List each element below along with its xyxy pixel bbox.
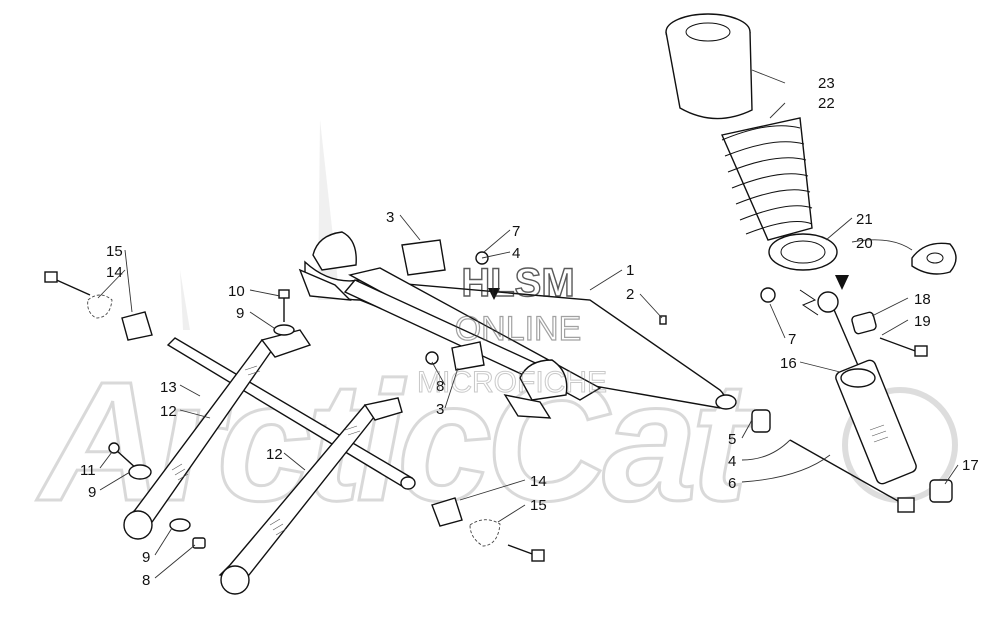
shock-lower-bushing	[929, 479, 953, 503]
callout-3-lower: 3	[436, 401, 444, 418]
bushing-right	[431, 497, 463, 527]
bumper-lower	[519, 359, 568, 401]
bumper-pad	[503, 393, 552, 419]
lock-nut	[760, 287, 776, 303]
callout-9-bottom: 9	[142, 549, 150, 566]
arm-nut	[425, 351, 439, 365]
shock-absorber-assembly	[665, 13, 957, 503]
lock-nut-lower	[192, 537, 206, 549]
callout-15-left: 15	[106, 243, 123, 260]
callout-13: 13	[160, 379, 177, 396]
callout-9-lower: 9	[88, 484, 96, 501]
washer-lower-2	[169, 518, 191, 532]
spring-seat	[768, 233, 838, 271]
callout-17: 17	[962, 457, 979, 474]
break-mark	[799, 289, 819, 316]
pivot-shaft-group	[751, 409, 915, 513]
callout-19: 19	[914, 313, 931, 330]
washer-left	[87, 294, 113, 319]
callout-10: 10	[228, 283, 245, 300]
cross-shaft-group	[123, 329, 416, 595]
bushing-left	[121, 311, 153, 341]
callout-7-upper: 7	[512, 223, 520, 240]
callout-12-right: 12	[266, 446, 283, 463]
front-arm-right-bracket	[363, 397, 403, 421]
arrow-marker-icon	[835, 275, 849, 290]
pivot-spacer	[751, 409, 771, 433]
overlay-line-2: ONLINE	[455, 310, 582, 348]
arm-tube-end	[715, 394, 737, 410]
shock-collar	[911, 242, 957, 275]
callout-21: 21	[856, 211, 873, 228]
callout-3-upper: 3	[386, 209, 394, 226]
callout-1: 1	[626, 262, 634, 279]
callout-18: 18	[914, 291, 931, 308]
callout-14-left: 14	[106, 264, 123, 281]
overlay-line-1: HLSM	[461, 261, 574, 305]
callout-8-center: 8	[436, 378, 444, 395]
callout-11: 11	[80, 462, 96, 479]
bumper-left	[312, 231, 357, 271]
rear-arm	[298, 231, 737, 419]
hlsm-overlay: HLSM ONLINE MICROFICHE	[417, 260, 608, 399]
callout-4-lower: 4	[728, 453, 736, 470]
callout-15-right: 15	[530, 497, 547, 514]
cap-screw-right	[507, 544, 536, 556]
washer-right	[469, 519, 501, 547]
overlay-line-3: MICROFICHE	[417, 366, 607, 399]
shock-bushing	[851, 311, 877, 335]
arm-end-fork	[298, 268, 352, 301]
callout-2: 2	[626, 286, 634, 303]
left-hardware	[44, 271, 295, 549]
shock-bolt	[879, 337, 919, 353]
rubber-block-lower	[451, 341, 485, 371]
callout-7-right: 7	[788, 331, 796, 348]
callout-5: 5	[728, 431, 736, 448]
cap-screw-left	[51, 277, 91, 296]
shock-boot	[665, 13, 753, 120]
callout-20: 20	[856, 235, 873, 252]
washer-top	[273, 324, 295, 336]
washer-lower	[128, 464, 152, 480]
arrow-marker-icon	[488, 288, 500, 300]
watermark-spire-shape	[180, 270, 190, 330]
callout-4-upper: 4	[512, 245, 520, 262]
callout-6: 6	[728, 475, 736, 492]
callout-23: 23	[818, 75, 835, 92]
callout-16: 16	[780, 355, 797, 372]
callout-8-bottom: 8	[142, 572, 150, 589]
shock-bolt-head	[914, 345, 928, 357]
shock-body	[817, 291, 917, 485]
callout-9-top: 9	[236, 305, 244, 322]
shock-spring	[721, 117, 813, 241]
callouts: 23 22 21 20 18 19 16 17 7 5 4 6 1 2 3 7 …	[80, 75, 979, 589]
callout-12-left: 12	[160, 403, 177, 420]
callout-14-right: 14	[530, 473, 547, 490]
leader-lines	[97, 69, 959, 579]
bottom-hardware	[431, 497, 545, 562]
rubber-block-upper	[401, 239, 446, 276]
pivot-bolt-head	[897, 497, 915, 513]
grease-fitting	[659, 315, 667, 325]
callout-22: 22	[818, 95, 835, 112]
